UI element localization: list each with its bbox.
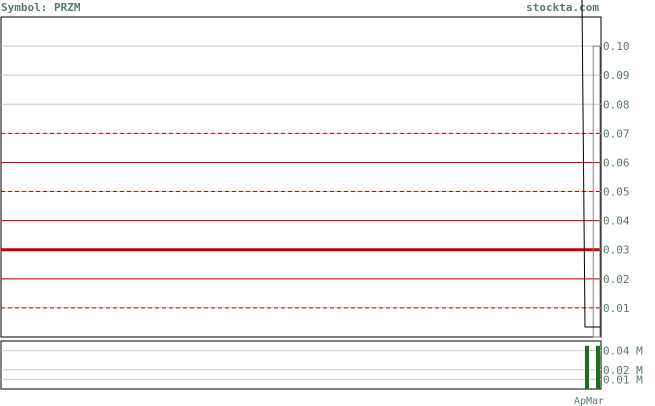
price-line-path [581,0,600,328]
volume-y-axis: 0.04 M 0.02 M0.01 M [603,345,643,387]
price-tick-label: 0.02 [603,273,630,286]
volume-panel [0,340,602,390]
price-tick-label: 0.09 [603,69,630,82]
support-resistance-lines [1,132,601,309]
volume-bars [585,345,600,389]
volume-tick-label: 0.04 M [603,345,643,358]
price-y-axis: 0.10 0.09 0.08 0.07 0.06 0.05 0.04 0.03 0.02 0.01 [603,40,630,315]
price-tick-label: 0.03 [603,244,630,257]
x-tick-label: Ap [574,396,586,406]
price-tick-label: 0.08 [603,98,630,111]
x-tick-label: Mar [586,396,604,406]
price-series [581,0,600,328]
price-tick-label: 0.05 [603,186,630,199]
volume-bar [596,345,600,389]
price-tick-label: 0.07 [603,127,630,140]
price-range-box [592,45,601,338]
price-box-rect [592,45,601,338]
volume-grid [1,350,601,380]
price-tick-label: 0.04 [603,215,630,228]
site-label: stockta.com [526,1,599,14]
price-tick-label: 0.01 [603,302,630,315]
price-tick-label: 0.10 [603,40,630,53]
volume-tick-label: 0.01 M [603,373,643,386]
volume-tick-label: 0.02 M [603,364,643,377]
price-tick-label: 0.06 [603,156,630,169]
volume-bar [585,345,589,389]
symbol-label: Symbol: PRZM [1,1,81,14]
price-panel [0,16,602,338]
